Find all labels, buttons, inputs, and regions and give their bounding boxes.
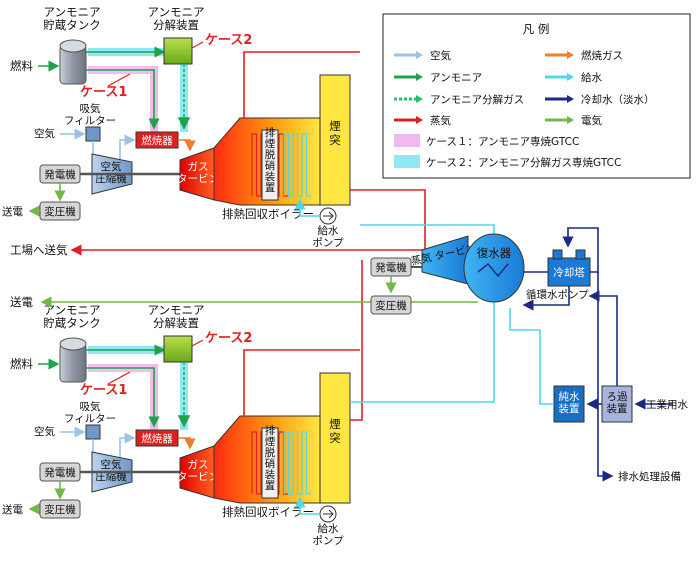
denox-label: 排煙脱硝装置 bbox=[265, 126, 276, 194]
intake-filter-label: 吸気フィルター bbox=[64, 102, 116, 127]
condenser-label: 復水器 bbox=[477, 246, 512, 260]
factory-steam-label: 工場へ送気 bbox=[10, 243, 68, 257]
feed-pump-label: 給水ポンプ bbox=[312, 522, 344, 547]
feed-pump-label: 給水ポンプ bbox=[312, 224, 344, 249]
intake-filter-label: 吸気フィルター bbox=[64, 400, 116, 425]
storage-tank-label: アンモニア貯蔵タンク bbox=[43, 303, 101, 330]
legend-title: 凡 例 bbox=[523, 22, 550, 36]
case2-label: ケース2 bbox=[205, 33, 252, 48]
gt-transformer-label: 変圧機 bbox=[44, 205, 76, 218]
st-transformer-label: 変圧機 bbox=[375, 299, 407, 312]
legend-item-label: 空気 bbox=[430, 49, 451, 62]
denox-unit bbox=[261, 129, 279, 201]
st-generator-label: 発電機 bbox=[375, 261, 407, 274]
gt-transformer-label: 変圧機 bbox=[44, 503, 76, 516]
legend-item-label: 冷却水（淡水） bbox=[581, 93, 655, 106]
hrsg-label: 排熱回収ボイラー bbox=[222, 207, 314, 221]
air-label: 空気 bbox=[34, 127, 55, 140]
transmission-label: 送電 bbox=[10, 295, 33, 309]
legend-item-label: アンモニア bbox=[430, 72, 482, 84]
legend-case1: ケース１：アンモニア専焼GTCC bbox=[426, 136, 579, 148]
hrsg-label: 排熱回収ボイラー bbox=[222, 505, 314, 519]
combustor-label: 燃焼器 bbox=[141, 432, 173, 445]
filter-label: ろ過装置 bbox=[607, 391, 628, 415]
gt-transmission-label: 送電 bbox=[2, 503, 23, 516]
gt-transmission-label: 送電 bbox=[2, 205, 23, 218]
legend-case2: ケース２：アンモニア分解ガス専焼GTCC bbox=[426, 156, 621, 169]
gt-generator-label: 発電機 bbox=[44, 466, 76, 479]
gt-generator-label: 発電機 bbox=[44, 168, 76, 181]
legend-item-label: 燃焼ガス bbox=[581, 49, 623, 62]
steam-cycle: 工場へ送気 送電 発電機 変圧機 蒸気 タービン 復水器 冷却塔 循環水ポンプ … bbox=[10, 189, 688, 483]
air-label: 空気 bbox=[34, 425, 55, 438]
industrial-water-label: 工業用水 bbox=[646, 398, 688, 411]
st-transformer bbox=[370, 295, 412, 315]
intake-filter bbox=[85, 126, 101, 142]
condenser bbox=[463, 233, 525, 303]
fuel-label: 燃料 bbox=[10, 357, 33, 371]
legend-item-label: 電気 bbox=[581, 114, 602, 127]
denox-unit bbox=[261, 427, 279, 499]
storage-tank-label: アンモニア貯蔵タンク bbox=[43, 5, 101, 32]
denox-label: 排煙脱硝装置 bbox=[265, 424, 276, 492]
legend-item-label: 蒸気 bbox=[430, 114, 451, 127]
intake-filter bbox=[85, 424, 101, 440]
combustor-label: 燃焼器 bbox=[141, 134, 173, 147]
gas-turbine-label: ガスタービン bbox=[177, 459, 219, 483]
legend-item-label: アンモニア分解ガス bbox=[430, 93, 524, 106]
drain-label: 排水処理設備 bbox=[618, 470, 681, 483]
pure-water-label: 純水装置 bbox=[559, 390, 580, 415]
case1-label: ケース1 bbox=[80, 85, 127, 100]
circ-pump-label: 循環水ポンプ bbox=[526, 288, 589, 301]
chimney bbox=[319, 372, 351, 504]
decomposer bbox=[163, 37, 193, 65]
decomposer-label: アンモニア分解装置 bbox=[147, 5, 204, 32]
chimney-label: 煙突 bbox=[329, 417, 341, 445]
legend-item-label: 給水 bbox=[581, 71, 602, 84]
decomposer bbox=[163, 335, 193, 363]
cooling-tower-label: 冷却塔 bbox=[553, 266, 585, 279]
cooling-tower bbox=[547, 257, 591, 287]
fuel-label: 燃料 bbox=[10, 59, 33, 73]
gas-turbine-label: ガスタービン bbox=[177, 161, 219, 185]
case1-label: ケース1 bbox=[80, 383, 127, 398]
chimney bbox=[319, 74, 351, 206]
case2-label: ケース2 bbox=[205, 331, 252, 346]
pure-water-unit bbox=[553, 385, 585, 423]
chimney-label: 煙突 bbox=[329, 119, 341, 147]
decomposer-label: アンモニア分解装置 bbox=[147, 303, 204, 330]
